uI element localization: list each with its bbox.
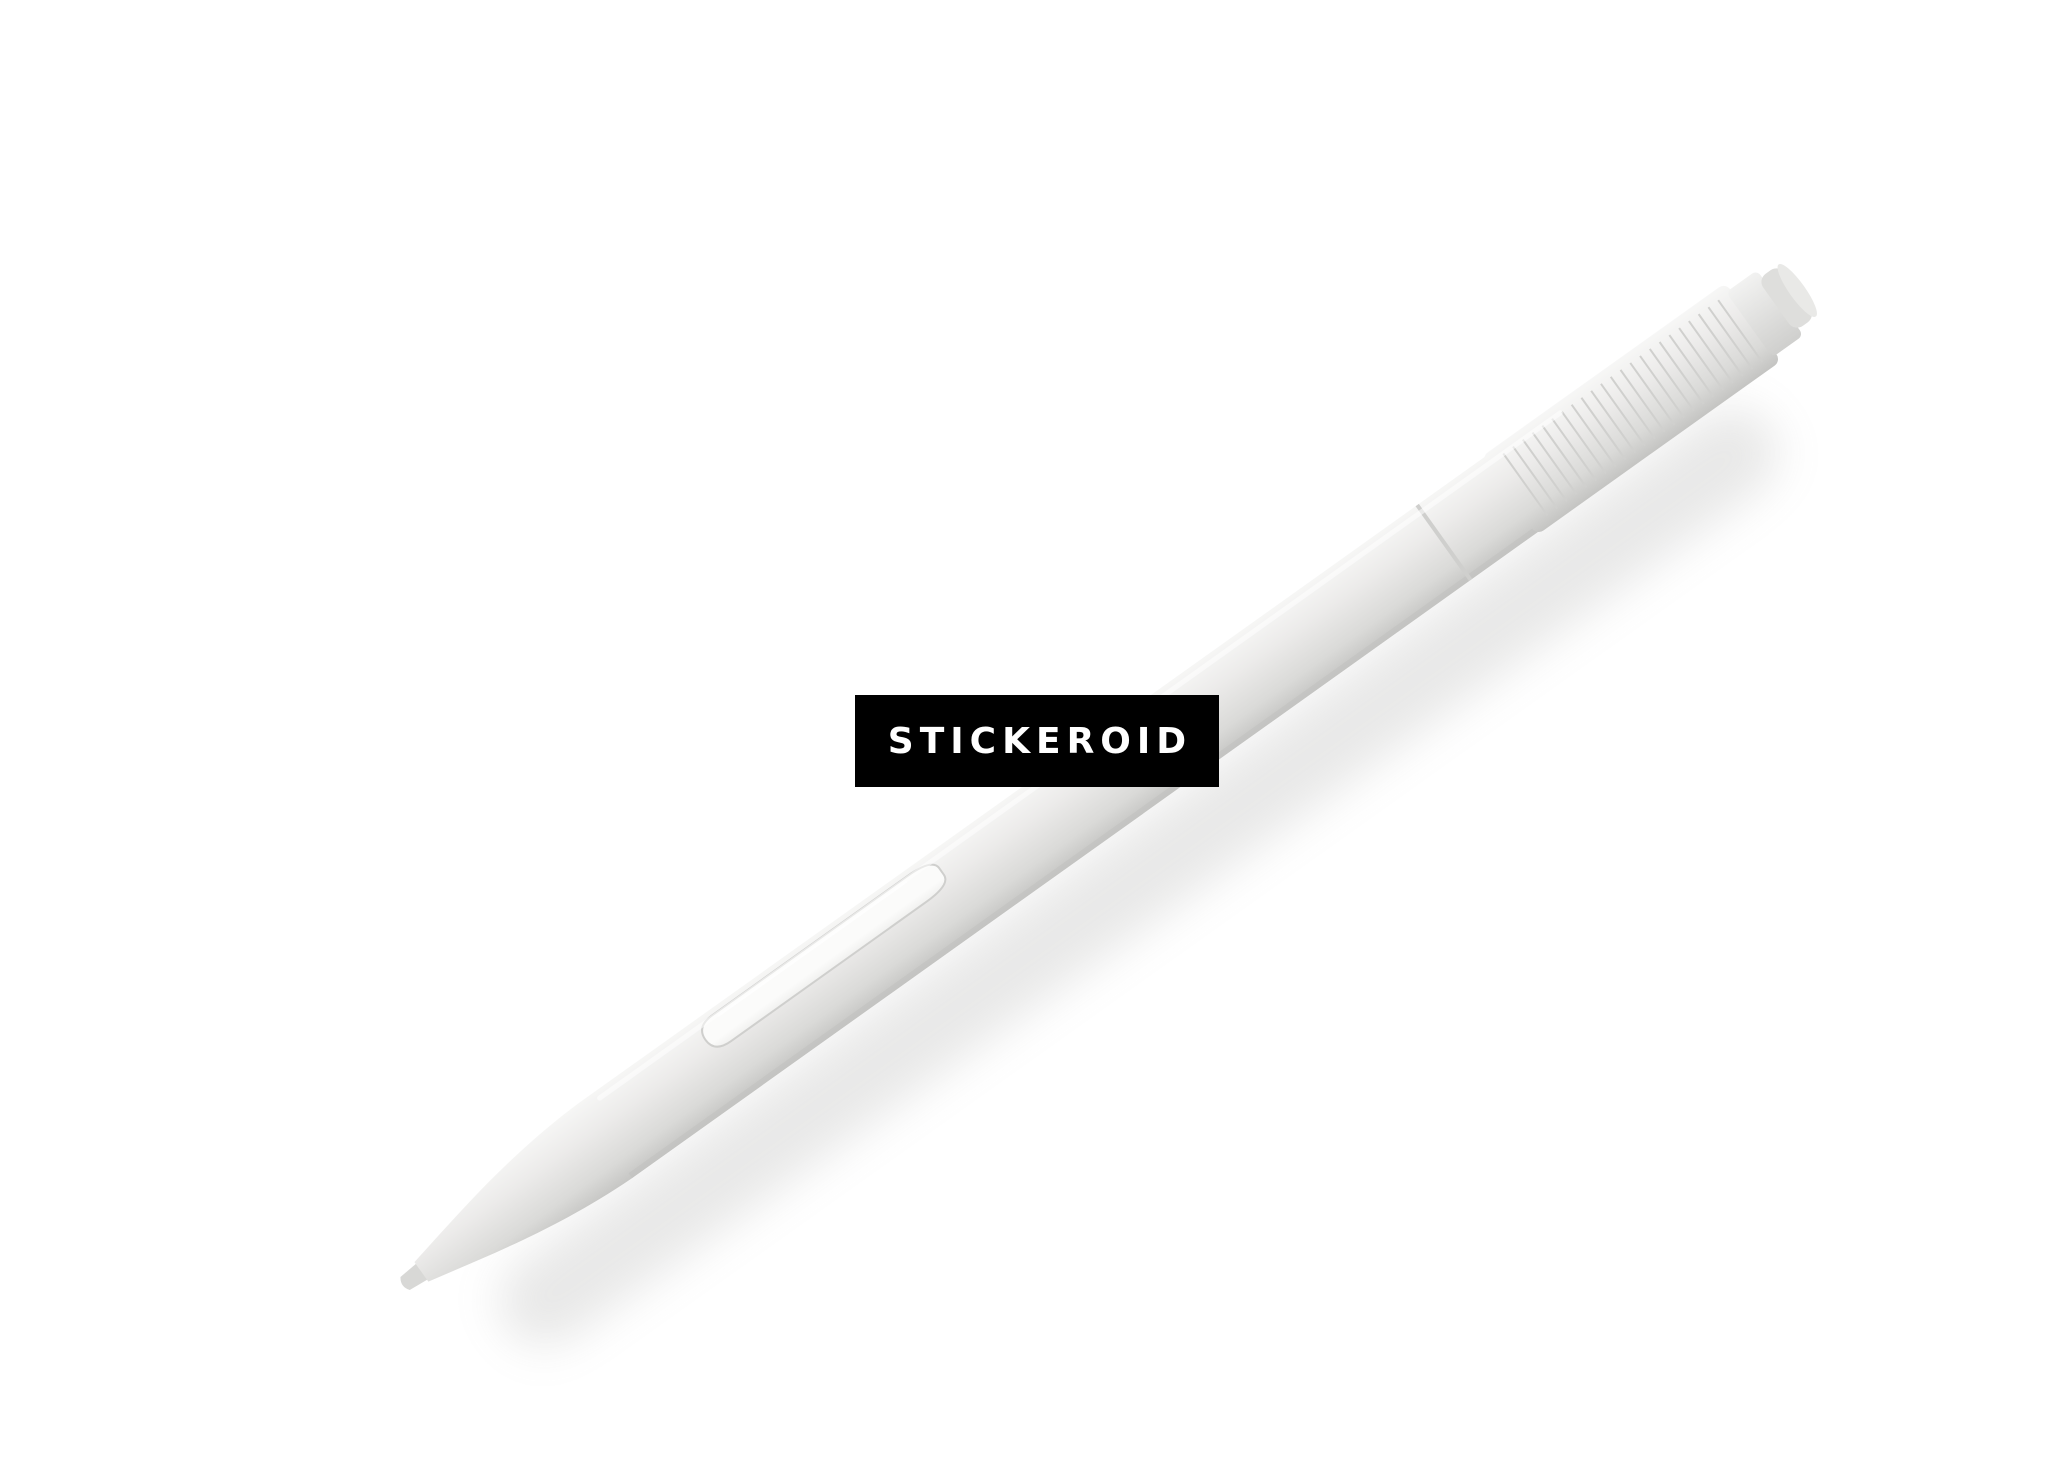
stickeroid-watermark: STICKEROID <box>855 695 1219 787</box>
pen-shadow <box>499 407 1778 1346</box>
stylus-pen <box>400 264 1817 1290</box>
pen-end-cap <box>1728 264 1817 355</box>
watermark-text: STICKEROID <box>887 720 1193 762</box>
pen-body <box>414 400 1618 1282</box>
pen-seam <box>1415 503 1473 582</box>
pen-grip <box>1484 285 1779 532</box>
